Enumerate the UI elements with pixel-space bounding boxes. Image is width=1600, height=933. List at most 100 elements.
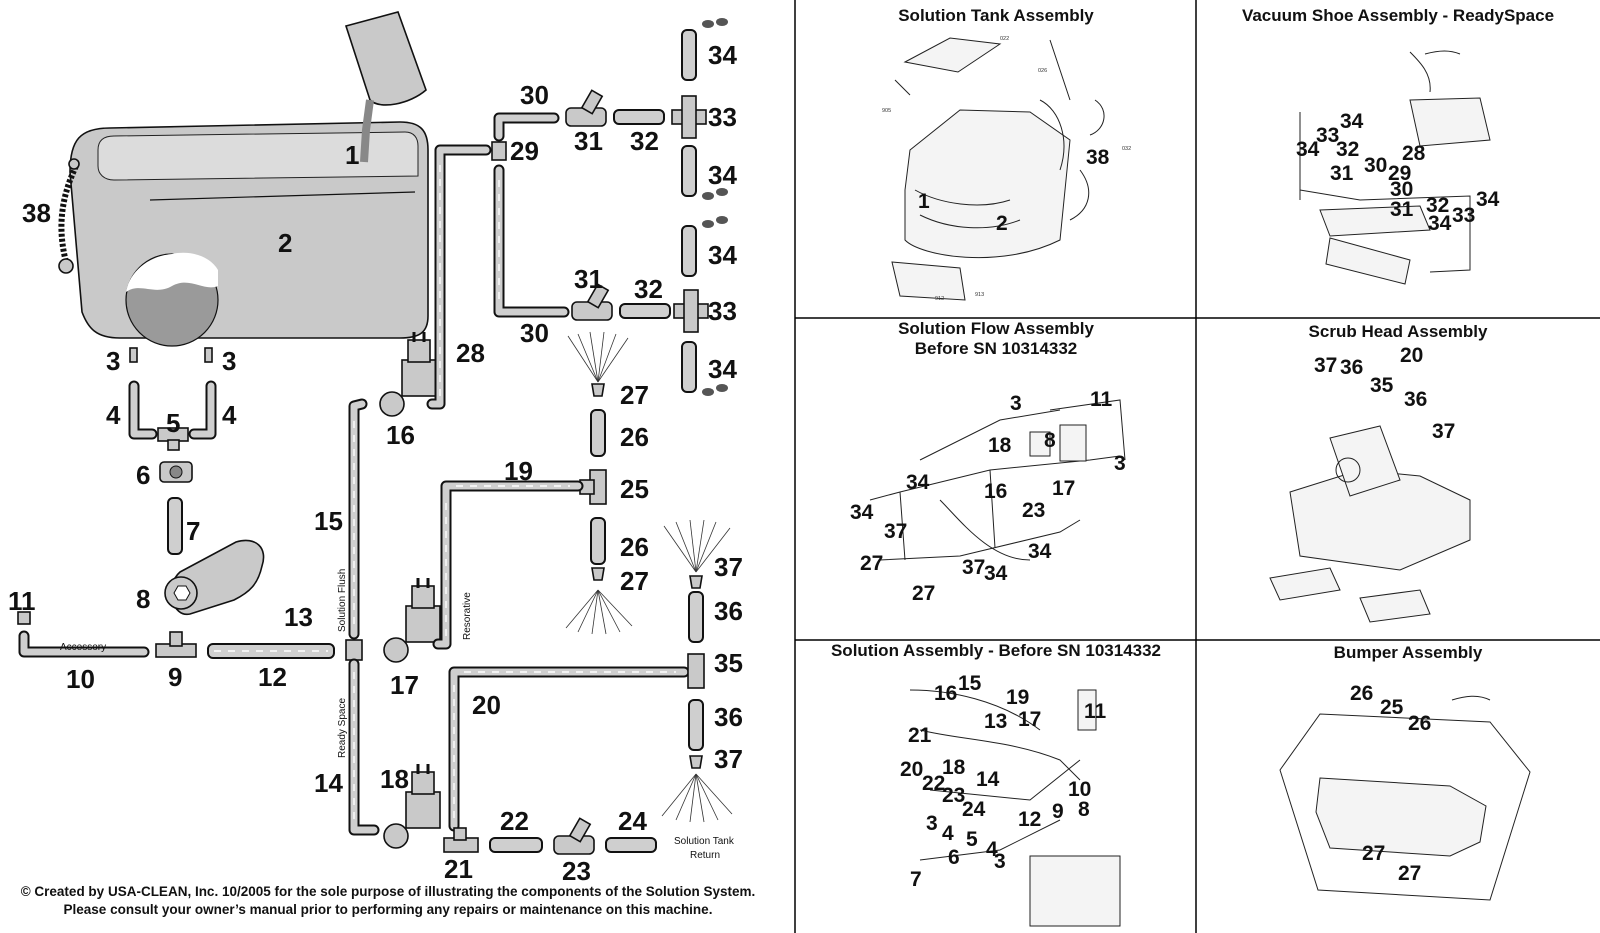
- panel-scrub-head-assembly: Scrub Head Assembly 20 37 36 35 36 37: [1269, 322, 1488, 623]
- callout: 27: [1398, 862, 1421, 885]
- callout: 4: [986, 838, 998, 861]
- callout: 11: [1090, 388, 1113, 411]
- callout: 34: [906, 471, 930, 494]
- solenoid: [379, 332, 437, 417]
- part-number: 20: [472, 690, 501, 720]
- callout: 36: [1404, 388, 1427, 411]
- part-number: 18: [380, 764, 409, 794]
- part-number: 14: [314, 768, 343, 798]
- spray-pattern: [565, 589, 633, 635]
- svg-text:905: 905: [882, 108, 891, 114]
- callout: 35: [1370, 374, 1394, 397]
- accessory-label: Accessory: [60, 642, 106, 653]
- part-number: 25: [620, 474, 649, 504]
- part-number: 23: [562, 856, 591, 886]
- maintenance-note: Please consult your owner’s manual prior…: [64, 902, 713, 917]
- callout: 30: [1390, 178, 1413, 201]
- callout: 14: [976, 768, 1000, 791]
- tank-return-label: Return: [690, 850, 720, 861]
- solution-flush-label: Solution Flush: [337, 569, 348, 632]
- callout: 33: [1316, 124, 1339, 147]
- callout: 18: [988, 434, 1012, 457]
- part-callouts: 1 2 3 3 4 4 5 6 7 8 9 10 11 12 13 14 15 …: [8, 40, 743, 886]
- callout: 27: [1362, 842, 1385, 865]
- callout: 12: [1018, 808, 1041, 831]
- callout: 6: [948, 846, 960, 869]
- callout: 3: [1010, 392, 1022, 415]
- panel-subtitle: Before SN 10314332: [915, 339, 1078, 358]
- part-number: 35: [714, 648, 743, 678]
- part-number: 33: [708, 102, 737, 132]
- callout: 31: [1330, 162, 1354, 185]
- callout: 8: [1078, 798, 1090, 821]
- part-number: 34: [708, 354, 737, 384]
- callout: 37: [1432, 420, 1455, 443]
- svg-text:026: 026: [1038, 68, 1047, 74]
- callout: 23: [942, 784, 965, 807]
- part-number: 36: [714, 596, 743, 626]
- callout: 27: [860, 552, 883, 575]
- callout: 13: [984, 710, 1007, 733]
- panel-solution-assembly: Solution Assembly - Before SN 10314332 1…: [831, 641, 1161, 927]
- svg-text:022: 022: [1000, 36, 1009, 42]
- screw-icon: [129, 347, 138, 363]
- part-number: 28: [456, 338, 485, 368]
- resorative-label: Resorative: [462, 592, 473, 640]
- part-number: 21: [444, 854, 473, 884]
- callout: 37: [962, 556, 985, 579]
- svg-text:913: 913: [975, 292, 984, 298]
- callout: 38: [1086, 146, 1110, 169]
- callout: 37: [884, 520, 907, 543]
- callout: 20: [900, 758, 923, 781]
- valve: [565, 89, 607, 127]
- callout: 3: [994, 850, 1006, 873]
- part-number: 9: [168, 662, 182, 692]
- part-number: 1: [345, 140, 359, 170]
- copyright-note: © Created by USA-CLEAN, Inc. 10/2005 for…: [21, 884, 756, 899]
- spray-pattern: [567, 331, 629, 383]
- callout: 32: [1336, 138, 1359, 161]
- callout: 34: [984, 562, 1008, 585]
- part-number: 30: [520, 318, 549, 348]
- callout: 30: [1364, 154, 1387, 177]
- panel-title: Solution Flow Assembly: [898, 319, 1094, 338]
- tank-return-label: Solution Tank: [674, 836, 735, 847]
- panel-title: Bumper Assembly: [1334, 643, 1483, 662]
- callout: 29: [1388, 162, 1411, 185]
- panel-title: Solution Tank Assembly: [898, 6, 1094, 25]
- callout: 37: [1314, 354, 1337, 377]
- callout: 4: [942, 822, 954, 845]
- callout: 20: [1400, 344, 1423, 367]
- callout: 16: [984, 480, 1007, 503]
- callout: 3: [926, 812, 938, 835]
- callout: 36: [1340, 356, 1363, 379]
- part-number: 38: [22, 198, 51, 228]
- part-number: 4: [106, 400, 121, 430]
- callout: 27: [912, 582, 935, 605]
- callout: 10: [1068, 778, 1091, 801]
- callout: 26: [1350, 682, 1373, 705]
- callout: 18: [942, 756, 966, 779]
- svg-text:032: 032: [1122, 146, 1131, 152]
- part-number: 19: [504, 456, 533, 486]
- part-number: 24: [618, 806, 647, 836]
- part-number: 26: [620, 422, 649, 452]
- part-number: 32: [634, 274, 663, 304]
- callout: 16: [934, 682, 957, 705]
- callout: 32: [1426, 194, 1449, 217]
- callout: 25: [1380, 696, 1404, 719]
- part-number: 34: [708, 160, 737, 190]
- panel-bumper-assembly: Bumper Assembly 26 25 26 27 27: [1279, 643, 1531, 901]
- screw-icon: [204, 347, 213, 363]
- panel-title: Vacuum Shoe Assembly - ReadySpace: [1242, 6, 1554, 25]
- part-number: 27: [620, 566, 649, 596]
- callout: 34: [1428, 212, 1452, 235]
- valve: [571, 283, 613, 321]
- svg-text:912: 912: [935, 296, 944, 302]
- part-number: 17: [390, 670, 419, 700]
- ready-space-label: Ready Space: [337, 698, 348, 758]
- part-number: 7: [186, 516, 200, 546]
